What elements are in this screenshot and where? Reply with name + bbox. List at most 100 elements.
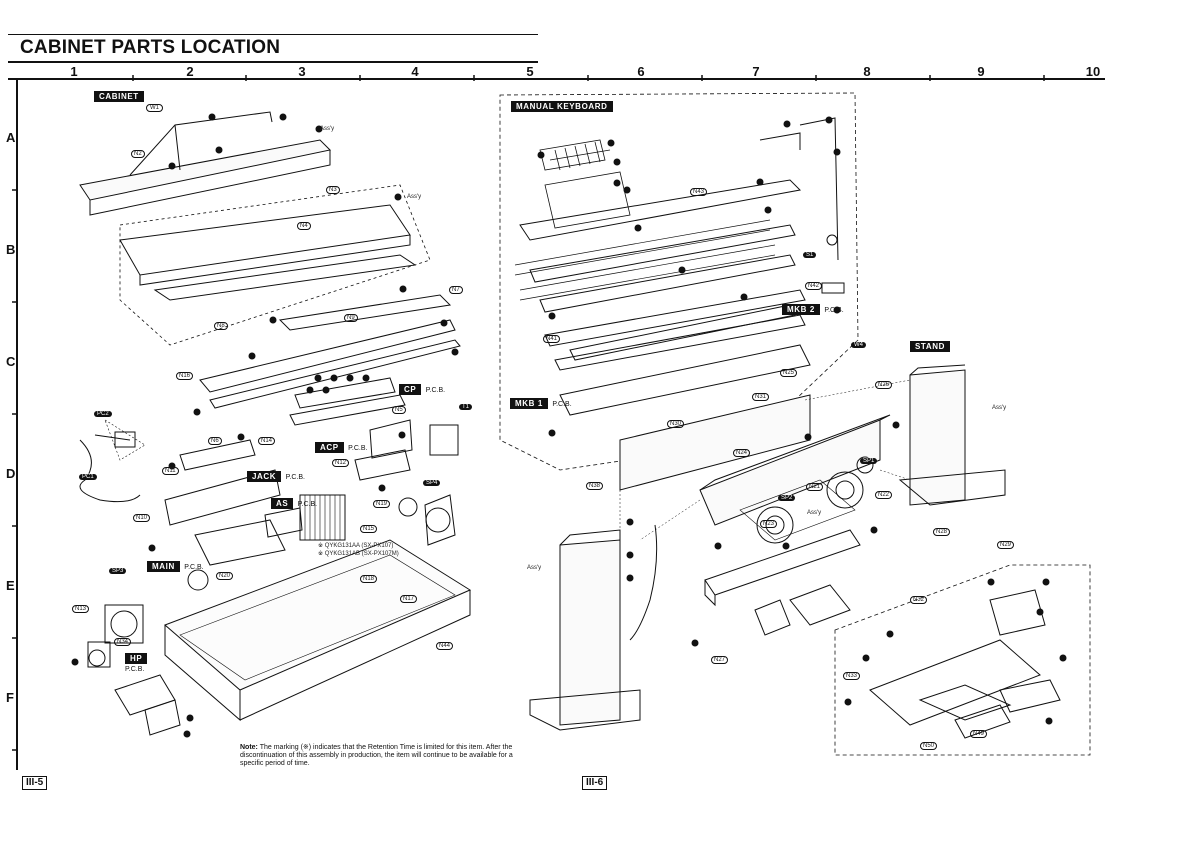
title-bottom-rule [8, 61, 538, 63]
section-tag-cabinet: CABINET [94, 91, 144, 102]
callout-n43: N43 [690, 188, 708, 196]
pcb-suffix: P.C.B. [125, 666, 145, 673]
column-label-6: 6 [637, 64, 645, 79]
pcb-label-as: AS P.C.B. [271, 493, 317, 511]
assy-label-music-rest: Ass'y [320, 126, 335, 132]
section-tag-stand: STAND [910, 341, 950, 352]
page-number-left: III-5 [22, 776, 48, 790]
column-label-5: 5 [526, 64, 534, 79]
component-label-pc1: PC1 [79, 474, 97, 480]
callout-n18: N18 [360, 575, 378, 583]
variant-note-1: ※ QYKG131AA (SX-PX107) [318, 543, 394, 549]
pcb-suffix: P.C.B. [184, 564, 204, 571]
callout-n5: N5 [392, 406, 406, 414]
pcb-tag-cp: CP [399, 384, 422, 395]
callout-n12: N12 [332, 459, 350, 467]
column-label-10: 10 [1085, 64, 1101, 79]
row-label-e: E [6, 578, 15, 593]
callout-n2: N2 [131, 150, 145, 158]
note-text: The marking (※) indicates that the Reten… [240, 744, 513, 767]
row-label-d: D [6, 466, 16, 481]
pcb-tag-acp: ACP [315, 442, 344, 453]
component-label-sp2: SP2 [778, 495, 796, 501]
callout-n16: N16 [176, 372, 194, 380]
callout-n25: N25 [780, 369, 798, 377]
pcb-label-acp: ACP P.C.B. [315, 437, 367, 455]
callout-n17: N17 [400, 595, 418, 603]
pcb-label-cp: CP P.C.B. [399, 379, 445, 397]
component-label-sp4: SP4 [423, 480, 441, 486]
pcb-label-jack: JACK P.C.B. [247, 466, 305, 484]
pcb-tag-mkb1: MKB 1 [510, 398, 548, 409]
callout-n8: N8 [214, 322, 228, 330]
callout-n15: N15 [360, 525, 378, 533]
pcb-suffix: P.C.B. [285, 474, 305, 481]
pcb-tag-main: MAIN [147, 561, 180, 572]
pcb-suffix: P.C.B. [425, 387, 446, 394]
column-label-7: 7 [752, 64, 760, 79]
component-label-t1: T1 [459, 404, 473, 410]
pcb-tag-as: AS [271, 498, 294, 509]
callout-n22: N22 [875, 491, 893, 499]
retention-note: Note: The marking (※) indicates that the… [240, 744, 520, 768]
pcb-tag-mkb2: MKB 2 [782, 304, 820, 315]
callout-n11: N11 [162, 467, 179, 475]
callout-n21: N21 [806, 483, 824, 491]
pcb-tag-jack: JACK [247, 471, 282, 482]
column-label-9: 9 [977, 64, 985, 79]
column-label-3: 3 [298, 64, 306, 79]
page-number-right: III-6 [582, 776, 608, 790]
pcb-tag-hp: HP [125, 653, 148, 664]
callout-n29: N29 [997, 541, 1015, 549]
callout-n32: N32 [910, 596, 928, 604]
assy-label-speaker-box: Ass'y [807, 510, 822, 516]
callout-n24: N24 [733, 449, 751, 457]
callout-n9: N9 [344, 314, 358, 322]
pcb-suffix: P.C.B. [824, 307, 844, 314]
callout-n30: N30 [667, 420, 685, 428]
callout-n4: N4 [297, 222, 311, 230]
column-label-4: 4 [411, 64, 419, 79]
callout-n33: N33 [843, 672, 861, 680]
grid-top-rule [8, 78, 1105, 80]
callout-n10: N10 [133, 514, 151, 522]
assy-label-top-board: Ass'y [407, 194, 422, 200]
row-label-f: F [6, 690, 14, 705]
callout-n28: N28 [933, 528, 951, 536]
callout-n34: N34 [114, 638, 132, 646]
callout-n14: N14 [258, 437, 276, 445]
section-tag-manual-keyboard: MANUAL KEYBOARD [511, 101, 613, 112]
callout-n3: N3 [326, 186, 340, 194]
pcb-suffix: P.C.B. [348, 445, 368, 452]
component-label-s1: S1 [803, 252, 817, 258]
callout-n19: N19 [373, 500, 391, 508]
callout-n41: N41 [543, 335, 561, 343]
callout-n6: N6 [208, 437, 222, 445]
assy-label-stand-right: Ass'y [992, 405, 1007, 411]
note-label: Note: [240, 744, 258, 751]
callout-n20: N20 [216, 572, 234, 580]
pcb-label-mkb2: MKB 2 P.C.B. [782, 299, 844, 317]
callout-n31: N31 [752, 393, 770, 401]
pcb-suffix: P.C.B. [552, 401, 572, 408]
component-label-pc2: PC2 [94, 411, 112, 417]
row-label-c: C [6, 354, 16, 369]
callout-n26: N26 [875, 381, 893, 389]
pcb-label-hp: HP P.C.B. [125, 648, 148, 673]
row-label-b: B [6, 242, 16, 257]
component-label-w4: W4 [851, 342, 866, 348]
row-label-a: A [6, 130, 16, 145]
callout-n38: N38 [586, 482, 604, 490]
callout-n42: N42 [805, 282, 823, 290]
component-label-w1: W1 [146, 104, 163, 112]
pcb-suffix: P.C.B. [297, 501, 318, 508]
page-title: CABINET PARTS LOCATION [20, 37, 281, 58]
callout-n27: N27 [711, 656, 729, 664]
callout-n23: N23 [760, 520, 778, 528]
callout-n7: N7 [449, 286, 463, 294]
callout-n44: N44 [436, 642, 454, 650]
variant-note-2: ※ QYKG131AB (SX-PX107M) [318, 551, 399, 557]
component-label-sp3: SP3 [109, 568, 127, 574]
pcb-label-main: MAIN P.C.B. [147, 556, 204, 574]
